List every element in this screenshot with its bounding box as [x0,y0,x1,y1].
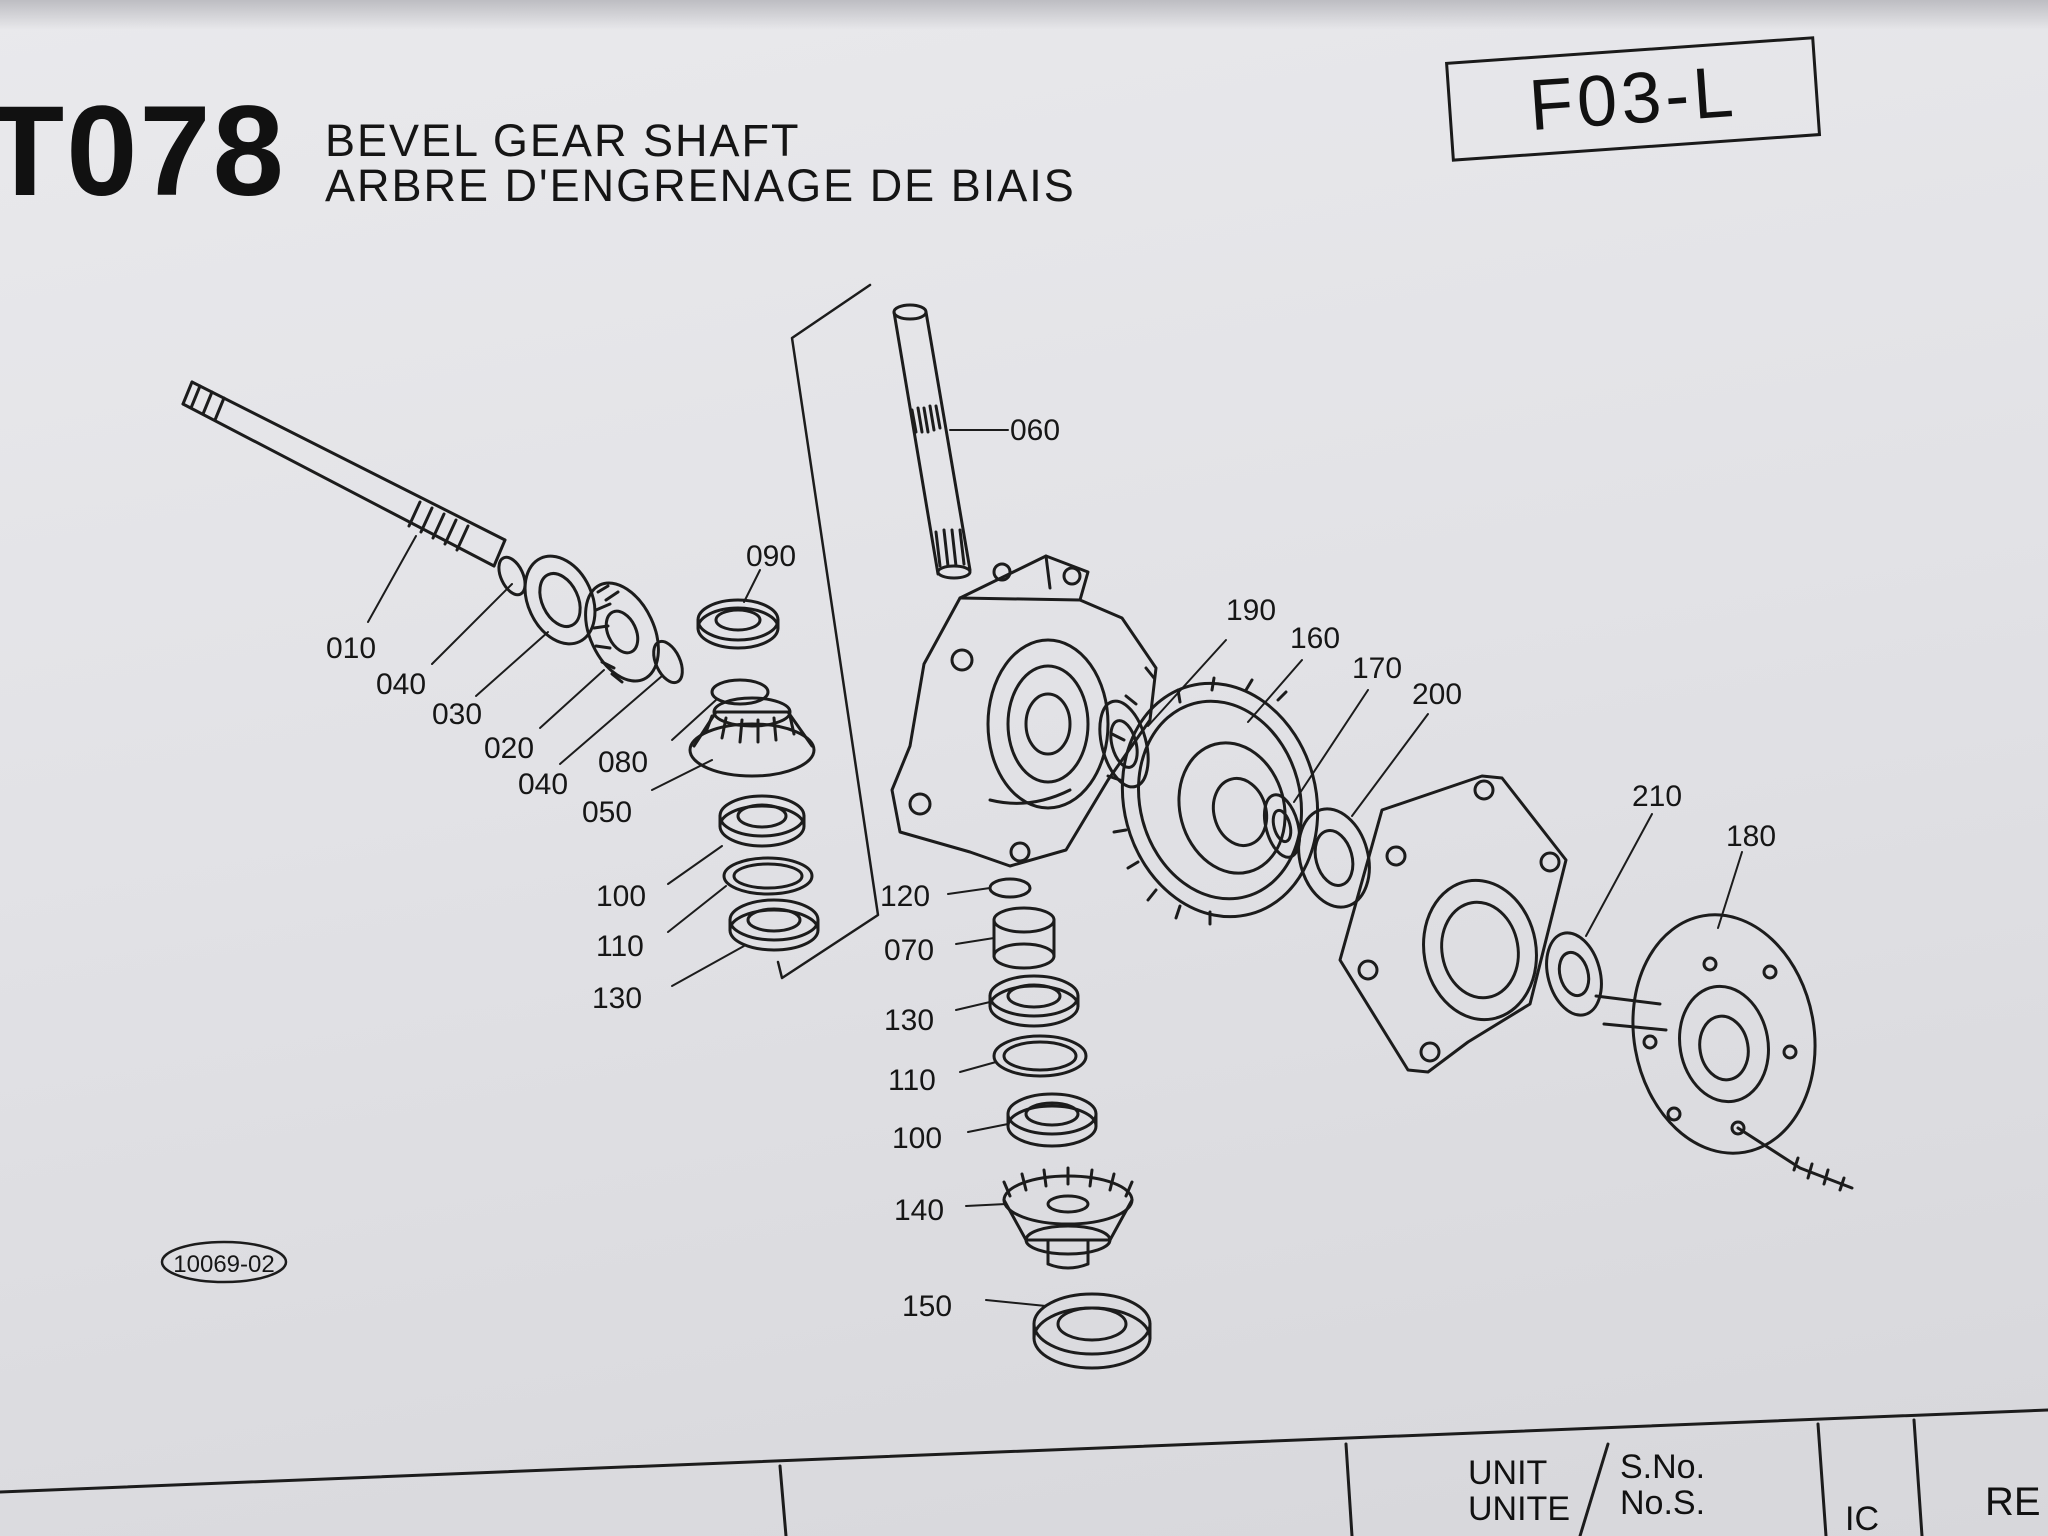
output-flange-180 [1594,913,1854,1192]
group-bracket [776,283,880,980]
callout-120: 120 [880,880,930,913]
callout-100-upper: 100 [596,880,646,913]
bearing-090 [696,598,780,650]
cover-plate [1338,774,1568,1074]
callout-200: 200 [1412,678,1462,711]
input-shaft-010 [181,380,507,568]
callout-040-right: 040 [518,768,568,801]
collar-170 [1262,793,1302,859]
callout-030: 030 [432,698,482,731]
callout-110-lower: 110 [888,1064,936,1097]
footer-re-label: RE [1985,1480,2041,1524]
title-french: ARBRE D'ENGRENAGE DE BIAIS [325,160,1076,211]
ring-120 [988,877,1032,899]
callout-050: 050 [582,796,632,829]
seal-130-lower [988,974,1080,1028]
callout-170: 170 [1352,652,1402,685]
callout-160: 160 [1290,622,1340,655]
ring-110-upper [722,856,814,896]
bevel-gear-050 [688,696,816,778]
callout-150: 150 [902,1290,952,1323]
callout-040-left: 040 [376,668,426,701]
ring-gear-160 [1106,666,1320,926]
spacer-070 [992,906,1056,970]
footer-serial-label: S.No. No.S. [1620,1448,1706,1522]
unit-label-en: UNIT [1468,1454,1548,1492]
callout-100-lower: 100 [892,1122,942,1155]
bearing-100-lower [1006,1092,1098,1148]
callout-180: 180 [1726,820,1776,853]
unit-label-fr: UNITE [1468,1489,1570,1528]
title-english: BEVEL GEAR SHAFT [325,115,801,166]
ring-110-lower [992,1034,1088,1078]
callout-080: 080 [598,746,648,779]
callout-210: 210 [1632,780,1682,813]
model-code: T078 [0,80,286,223]
figure-id: 10069-02 [173,1251,274,1278]
bearing-200 [1297,807,1371,909]
bearing-150 [1032,1292,1152,1370]
callout-190: 190 [1226,594,1276,627]
callout-110-upper: 110 [596,930,644,963]
footer-table-lines [0,1408,2048,1536]
bearing-030 [523,554,597,646]
serial-label-en: S.No. [1620,1448,1706,1486]
callout-130-upper: 130 [592,982,642,1015]
gear-case-housing [890,554,1158,868]
page-top-shadow [0,0,2048,30]
footer-ic-label: IC [1845,1500,1879,1536]
callout-130-lower: 130 [884,1004,934,1037]
figure-id-badge: 10069-02 [160,1240,288,1284]
ring-040-left [497,555,527,597]
callout-060: 060 [1010,414,1060,447]
seal-210 [1545,931,1603,1017]
footer-unit-label: UNIT UNITE [1468,1454,1570,1528]
callout-010: 010 [326,632,376,665]
vertical-shaft-060 [892,303,972,580]
bearing-190 [1098,699,1150,789]
callout-020: 020 [484,732,534,765]
leader-lines [367,429,1743,1307]
seal-130-upper [728,898,820,952]
circlip-080 [710,678,770,706]
circlip-040-right [652,639,684,685]
callout-090: 090 [746,540,796,573]
callout-070: 070 [884,934,934,967]
callout-140: 140 [894,1194,944,1227]
bearing-100-upper [718,794,806,848]
bevel-pinion-140 [1002,1166,1134,1270]
serial-label-fr: No.S. [1620,1483,1706,1522]
bevel-gear-020 [584,581,660,684]
